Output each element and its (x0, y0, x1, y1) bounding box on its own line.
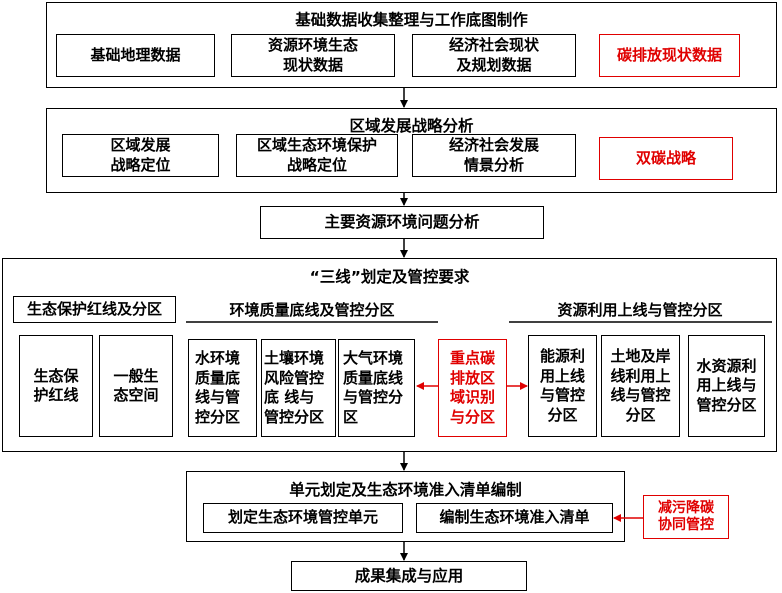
box-access-list: 编制生态环境准入清单 (416, 503, 613, 533)
box-key-carbon-zones: 重点碳 排放区 域识别 与分区 (438, 339, 507, 437)
section-unit-delineation: 单元划定及生态环境准入清单编制 (186, 471, 625, 542)
box-socioeconomic-scenario: 经济社会发展 情景分析 (412, 134, 576, 177)
box-regional-eco-protection: 区域生态环境保护 战略定位 (236, 134, 398, 177)
box-water-resource-upper-line: 水资源利 用上线与 管控分区 (688, 335, 765, 437)
section-three-lines-title: “三线”划定及管控要求 (309, 268, 470, 286)
box-basic-geo-data: 基础地理数据 (56, 34, 215, 77)
env-quality-title: 环境质量底线及管控分区 (229, 301, 395, 319)
box-main-resource-env-issues: 主要资源环境问题分析 (260, 206, 544, 239)
box-pollution-carbon-synergy: 减污降碳 协同管控 (643, 495, 729, 539)
section-strategy-analysis-title: 区域发展战略分析 (349, 117, 474, 135)
box-regional-development: 区域发展 战略定位 (62, 134, 219, 177)
box-carbon-emission-data: 碳排放现状数据 (599, 34, 740, 77)
box-delineate-control-units: 划定生态环境管控单元 (203, 503, 403, 533)
box-dual-carbon-strategy: 双碳战略 (599, 137, 733, 180)
box-socioeconomic-data: 经济社会现状 及规划数据 (412, 34, 576, 77)
box-results-integration: 成果集成与应用 (291, 561, 527, 591)
box-general-eco-space: 一般生 态空间 (99, 335, 173, 437)
box-resource-env-eco-data: 资源环境生态 现状数据 (231, 34, 395, 77)
section-three-lines: “三线”划定及管控要求 (2, 258, 777, 452)
box-eco-redline: 生态保 护红线 (19, 335, 93, 437)
box-eco-redline-title: 生态保护红线及分区 (13, 296, 176, 323)
section-strategy-analysis: 区域发展战略分析 (46, 108, 777, 193)
section-basic-data: 基础数据收集整理与工作底图制作 (46, 2, 777, 88)
box-soil-env-risk: 土壤环境 风险管控 底 线与 管控分区 (261, 339, 336, 437)
box-land-shoreline-upper-line: 土地及岸 线利用上 线与管控 分区 (601, 335, 680, 437)
box-water-env-quality: 水环境 质量底 线与管 控分区 (188, 339, 257, 437)
section-unit-delineation-title: 单元划定及生态环境准入清单编制 (289, 481, 522, 499)
box-energy-use-upper-line: 能源利 用上线 与管控 分区 (528, 335, 597, 437)
box-air-env-quality: 大气环境 质量底线 与管控分 区 (338, 339, 415, 437)
resource-use-title: 资源利用上线与管控分区 (557, 301, 723, 319)
section-basic-data-title: 基础数据收集整理与工作底图制作 (295, 11, 528, 29)
